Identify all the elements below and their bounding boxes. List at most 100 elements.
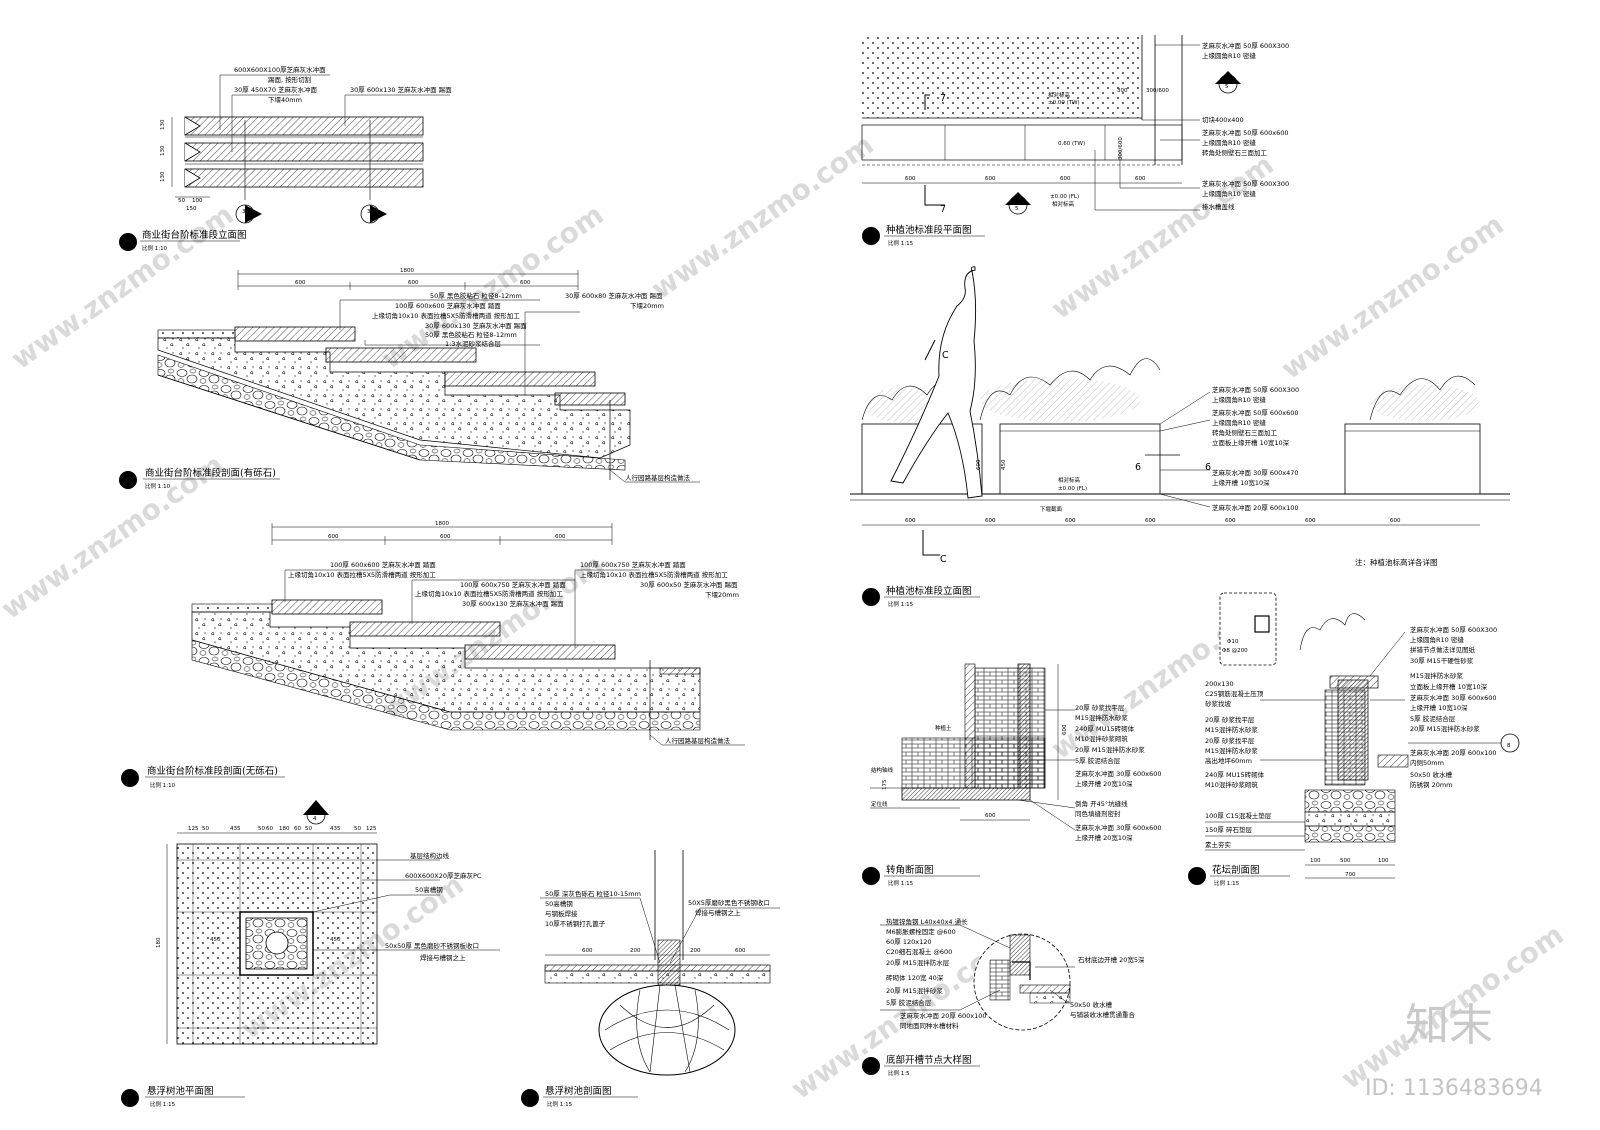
svg-text:±0.00 (FL): ±0.00 (FL): [1058, 486, 1087, 492]
svg-text:Φ10: Φ10: [1227, 639, 1239, 645]
svg-text:排水槽盖线: 排水槽盖线: [1202, 202, 1235, 211]
svg-text:高出地坪60mm: 高出地坪60mm: [1205, 756, 1252, 765]
svg-text:拼错节点做法详见图纸: 拼错节点做法详见图纸: [1410, 645, 1476, 654]
svg-text:130: 130: [160, 145, 166, 156]
tree-pool-section: 600 200 200 600 50厚 深灰色砾石 粒径10-15mm 50高槽…: [540, 850, 780, 1076]
svg-text:相对标高: 相对标高: [1048, 91, 1071, 99]
svg-text:600: 600: [1225, 518, 1236, 524]
section-without-gravel: 1800 600 600 600 100厚 600x600 芝麻灰水冲面 踏面 …: [191, 521, 745, 746]
svg-text:6: 6: [1135, 462, 1141, 473]
title-block-flower-bed: 花坛剖面图 比例 1:15: [1188, 864, 1290, 887]
title-block-planting-elevation: 种植池标准段立面图 比例 1:15: [862, 585, 980, 608]
svg-text:50x50 收水槽: 50x50 收水槽: [1410, 770, 1452, 779]
svg-text:芝麻灰水冲面 50厚 600X300: 芝麻灰水冲面 50厚 600X300: [1410, 625, 1497, 634]
watermark: www.znzmo.com: [1045, 148, 1279, 326]
svg-text:转角处侧壁石三面加工: 转角处侧壁石三面加工: [1212, 428, 1278, 437]
svg-text:转角处侧壁石三面加工: 转角处侧壁石三面加工: [1202, 148, 1268, 157]
svg-text:180: 180: [279, 826, 290, 832]
svg-text:同地面同种水槽材料: 同地面同种水槽材料: [900, 1021, 959, 1030]
svg-text:±0.00 (TW): ±0.00 (TW): [1048, 100, 1080, 106]
svg-text:60厚 120x120: 60厚 120x120: [886, 938, 932, 946]
svg-text:内侧50mm: 内侧50mm: [1410, 758, 1444, 767]
svg-text:175: 175: [882, 779, 888, 790]
svg-text:0.60 (TW): 0.60 (TW): [1058, 141, 1085, 147]
svg-text:30厚 450X70 芝麻灰水冲面: 30厚 450X70 芝麻灰水冲面: [234, 85, 318, 94]
svg-text:8: 8: [1507, 743, 1511, 749]
svg-text:50: 50: [178, 198, 185, 204]
svg-text:比例 1:15: 比例 1:15: [888, 600, 914, 608]
svg-text:M10混拌砂浆砌筑: M10混拌砂浆砌筑: [1205, 780, 1258, 789]
svg-text:5厚 胶泥结合层: 5厚 胶泥结合层: [1410, 714, 1456, 723]
svg-text:600: 600: [520, 280, 531, 286]
svg-text:240厚 MU15砖砌体: 240厚 MU15砖砌体: [1075, 724, 1135, 733]
svg-text:200: 200: [630, 948, 641, 954]
svg-text:与铺装收水槽贯通重合: 与铺装收水槽贯通重合: [1070, 1010, 1136, 1019]
svg-text:上缘开槽 10宽10深: 上缘开槽 10宽10深: [1212, 478, 1270, 487]
drawing-title: 商业街台阶标准段剖面(有砾石): [145, 467, 276, 479]
svg-text:600: 600: [582, 948, 593, 954]
svg-text:50厚 黑色胶粘石 粒径8-12mm: 50厚 黑色胶粘石 粒径8-12mm: [430, 291, 522, 300]
svg-text:300/600: 300/600: [1146, 88, 1169, 94]
svg-text:100: 100: [192, 198, 203, 204]
svg-text:50: 50: [202, 826, 209, 832]
svg-text:比例 1:15: 比例 1:15: [150, 1100, 176, 1108]
svg-text:600: 600: [985, 813, 996, 819]
svg-text:435: 435: [230, 826, 241, 832]
svg-text:焊接与槽钢之上: 焊接与槽钢之上: [695, 908, 741, 917]
svg-text:130: 130: [160, 119, 166, 130]
svg-text:100厚 600x600 芝麻灰水冲面 踏面: 100厚 600x600 芝麻灰水冲面 踏面: [330, 560, 436, 569]
svg-text:1:3水泥砂浆结合层: 1:3水泥砂浆结合层: [445, 339, 501, 348]
svg-text:芝麻灰水冲面 50厚 600X300: 芝麻灰水冲面 50厚 600X300: [1212, 385, 1299, 394]
svg-text:踢面, 按形切割: 踢面, 按形切割: [268, 75, 312, 84]
svg-text:100厚 600x600 芝麻灰水冲面 踏面: 100厚 600x600 芝麻灰水冲面 踏面: [395, 301, 501, 310]
svg-text:倒角 开45°坑缝线: 倒角 开45°坑缝线: [1075, 799, 1128, 808]
svg-text:芝麻灰水冲面 30厚 600x600: 芝麻灰水冲面 30厚 600x600: [1075, 823, 1162, 832]
svg-text:600: 600: [1065, 518, 1076, 524]
svg-text:1800: 1800: [400, 268, 414, 274]
svg-text:50x50 收水槽: 50x50 收水槽: [1070, 1000, 1112, 1009]
svg-text:素土夯实: 素土夯实: [1205, 840, 1232, 849]
svg-text:下堰40mm: 下堰40mm: [268, 95, 302, 104]
tree-pool-plan: 125 50 435 50 60 180 60 50 435 50 125 45…: [156, 800, 500, 1045]
watermark: www.znzmo.com: [645, 128, 879, 306]
svg-text:180: 180: [156, 937, 162, 948]
svg-text:600: 600: [408, 280, 419, 286]
svg-text:切块400x400: 切块400x400: [1202, 115, 1244, 124]
svg-text:芝麻灰水冲面 20厚 600x100: 芝麻灰水冲面 20厚 600x100: [1410, 748, 1497, 757]
svg-text:上缘圆角R10 密缝: 上缘圆角R10 密缝: [1212, 418, 1266, 427]
svg-text:下堰20mm: 下堰20mm: [630, 301, 664, 310]
svg-text:下堰截面: 下堰截面: [1040, 505, 1063, 513]
planting-pool-elevation: C 600 600 600 600 600 600 600 相对标高 ±0.00…: [850, 266, 1510, 567]
svg-text:上缘切角10x10 表面拉槽5X5防滑槽两道 按形加工: 上缘切角10x10 表面拉槽5X5防滑槽两道 按形加工: [288, 570, 436, 579]
svg-text:600: 600: [1062, 724, 1068, 735]
svg-text:上缘切角10x10 表面拉槽5X5防滑槽两道 按形加工: 上缘切角10x10 表面拉槽5X5防滑槽两道 按形加工: [372, 311, 520, 320]
svg-text:50高槽钢: 50高槽钢: [415, 885, 443, 894]
drawing-title: 花坛剖面图: [1212, 864, 1260, 876]
svg-text:450: 450: [1001, 459, 1007, 470]
svg-text:20厚 M15混拌防水层: 20厚 M15混拌防水层: [886, 958, 950, 967]
title-block-section-1: 商业街台阶标准段剖面(有砾石) 比例 1:10: [119, 467, 280, 490]
elevation-drawing: 130 130 130 50 100 150 600X600X100厚芝麻灰水冲…: [160, 65, 452, 224]
svg-text:150厚 碎石垫层: 150厚 碎石垫层: [1205, 825, 1252, 834]
svg-text:600X600X100厚芝麻灰水冲面: 600X600X100厚芝麻灰水冲面: [234, 65, 326, 74]
svg-text:600: 600: [1390, 518, 1401, 524]
svg-text:50厚 深灰色砾石 粒径10-15mm: 50厚 深灰色砾石 粒径10-15mm: [545, 889, 641, 898]
svg-text:上缘圆角R10 密缝: 上缘圆角R10 密缝: [1410, 635, 1464, 644]
svg-text:芝麻灰水冲面 30厚 600x600: 芝麻灰水冲面 30厚 600x600: [1075, 769, 1162, 778]
svg-text:60: 60: [266, 826, 273, 832]
title-block-corner-section: 转角断面图 比例 1:15: [862, 864, 980, 887]
svg-text:结构轴线: 结构轴线: [871, 766, 894, 774]
svg-text:200x130: 200x130: [1205, 680, 1234, 688]
svg-text:M15混拌防水砂浆: M15混拌防水砂浆: [1205, 725, 1258, 734]
svg-text:上缘切角10x10 表面拉槽5X5防滑槽两道 按形加工: 上缘切角10x10 表面拉槽5X5防滑槽两道 按形加工: [415, 589, 563, 598]
svg-text:100厚 600x750 芝麻灰水冲面 踏面: 100厚 600x750 芝麻灰水冲面 踏面: [460, 580, 566, 589]
groove-detail: 热镀锌角钢 L40x40x4 通长 M6膨胀螺栓固定 @600 60厚 120x…: [880, 917, 1145, 1031]
svg-text:立面板上缘开槽 10宽10深: 立面板上缘开槽 10宽10深: [1410, 682, 1488, 691]
svg-text:300/600: 300/600: [1118, 137, 1124, 160]
svg-text:50: 50: [258, 826, 265, 832]
svg-text:600: 600: [440, 534, 451, 540]
svg-text:芝麻灰水冲面 30厚 600x470: 芝麻灰水冲面 30厚 600x470: [1212, 468, 1299, 477]
svg-text:20厚 M15混拌防水砂浆: 20厚 M15混拌防水砂浆: [1075, 745, 1145, 754]
svg-text:30厚 600x130 芝麻灰水冲面 踢面: 30厚 600x130 芝麻灰水冲面 踢面: [425, 321, 527, 330]
svg-text:芝麻灰水冲面 30厚 600x600: 芝麻灰水冲面 30厚 600x600: [1410, 693, 1497, 702]
